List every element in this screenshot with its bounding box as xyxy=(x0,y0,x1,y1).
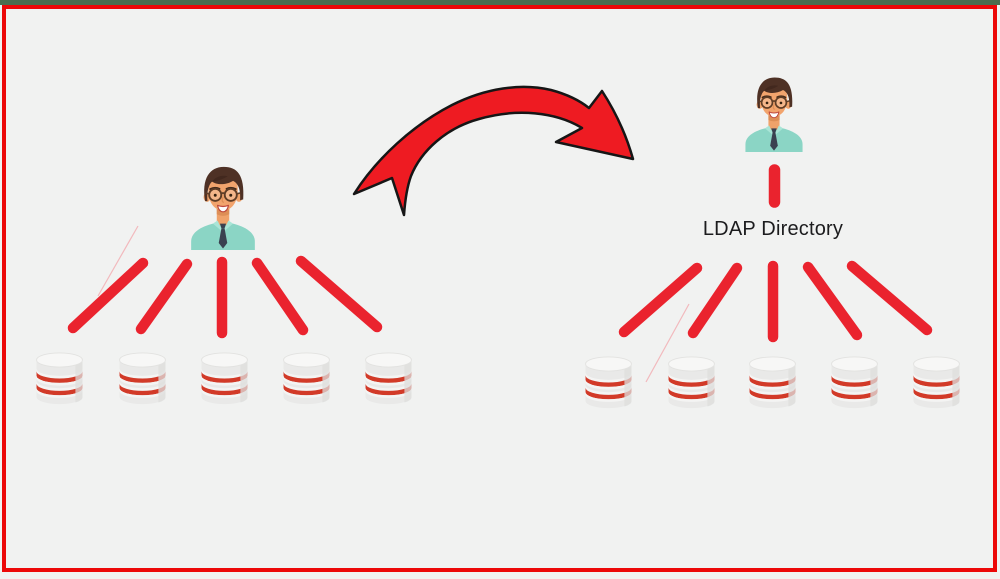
right-connectors xyxy=(618,260,933,343)
left-connector-5 xyxy=(295,255,383,333)
user-avatar-right xyxy=(739,74,809,152)
database-icon xyxy=(582,355,635,410)
database-icon xyxy=(280,351,333,406)
database-icon xyxy=(828,355,881,410)
database-icon xyxy=(665,355,718,410)
right-connector-4 xyxy=(802,261,863,341)
right-connector-5 xyxy=(846,260,933,336)
ldap-directory-label: LDAP Directory xyxy=(702,218,844,240)
user-avatar-left xyxy=(184,163,262,250)
user-avatar-icon xyxy=(739,74,809,152)
top-strip xyxy=(0,0,1000,5)
left-connectors xyxy=(67,255,383,339)
database-icon xyxy=(116,351,169,406)
left-connector-4 xyxy=(251,257,309,336)
database-icon xyxy=(33,351,86,406)
database-icon xyxy=(362,351,415,406)
right-connector-1 xyxy=(618,262,703,338)
database-icon xyxy=(910,355,963,410)
curved-arrow-icon xyxy=(352,85,635,217)
right-connector-2 xyxy=(687,262,743,339)
database-icon xyxy=(198,351,251,406)
left-connector-1 xyxy=(67,257,149,334)
user-avatar-icon xyxy=(184,163,262,250)
left-connector-2 xyxy=(135,258,193,335)
slide-frame-border xyxy=(2,5,997,572)
faint-line-left xyxy=(97,225,139,297)
database-icon xyxy=(746,355,799,410)
